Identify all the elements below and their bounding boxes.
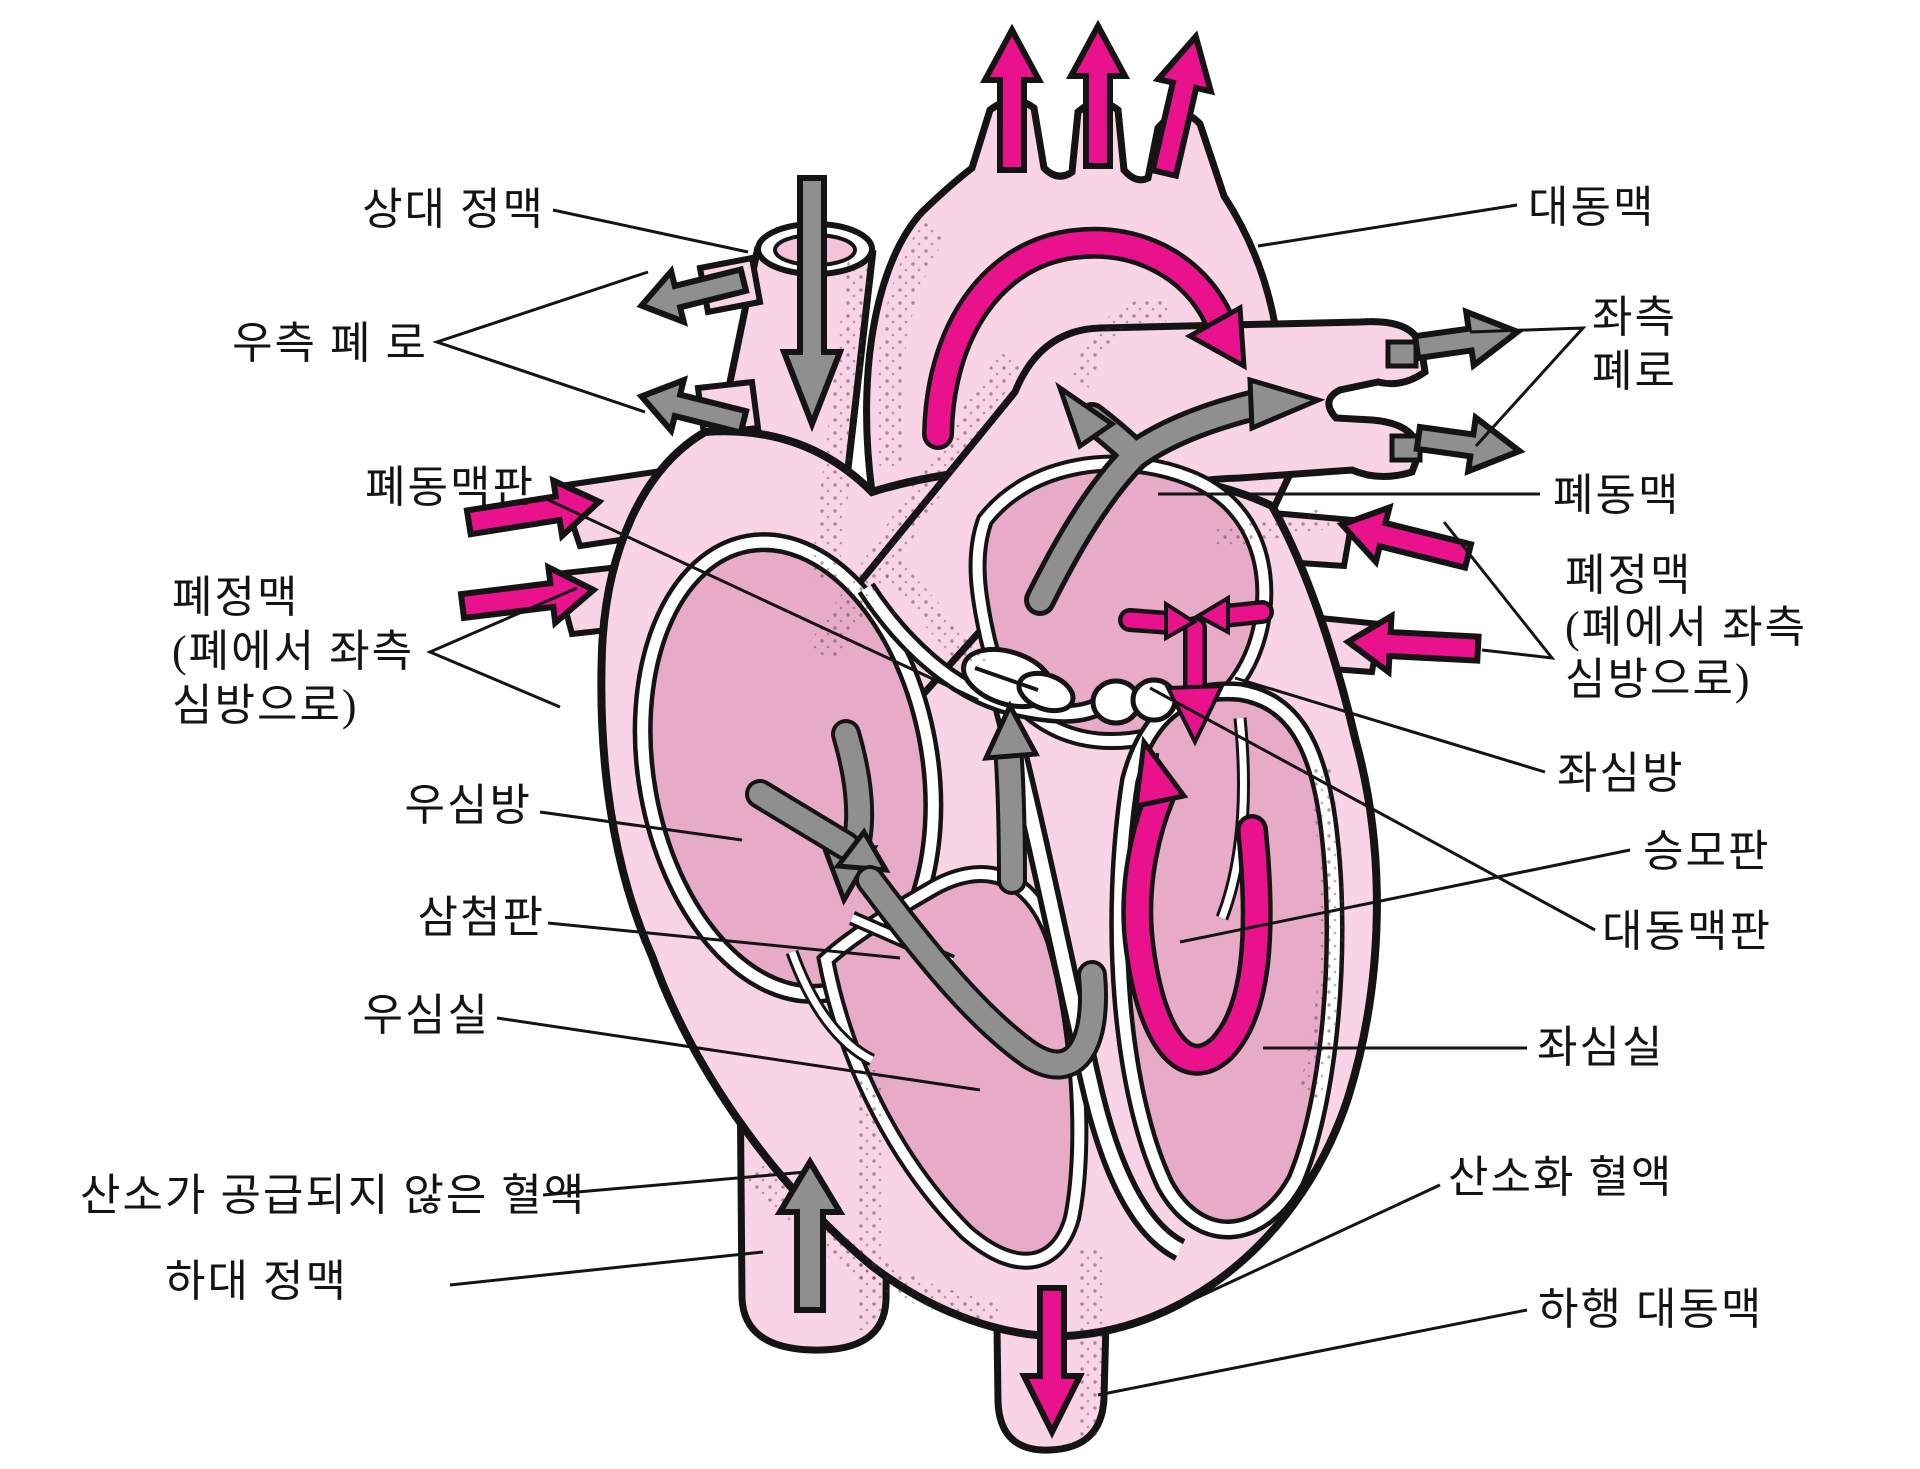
label-text: (폐에서 좌측 — [172, 627, 414, 676]
label-right-ventricle: 우심실 — [363, 991, 981, 1092]
label-text: 폐정맥 — [1565, 551, 1692, 600]
leader-line — [432, 270, 649, 414]
label-text: 우심방 — [405, 781, 532, 830]
aorta-branch-arrow — [1065, 19, 1131, 169]
label-to-left-lung: 좌측 폐로 — [1469, 293, 1677, 448]
leader-line — [1097, 1308, 1528, 1397]
label-text: 좌측 — [1592, 293, 1677, 342]
label-to-right-lung: 우측 폐 로 — [232, 270, 649, 414]
tricuspid-flow-arrow — [745, 779, 891, 873]
left-ventricle-flow-arrow — [1121, 735, 1273, 1076]
leader-line — [1234, 676, 1546, 774]
right-lung-flow-arrow — [636, 375, 750, 437]
label-text: 삼첨판 — [418, 893, 545, 942]
leader-line — [541, 495, 979, 702]
label-text: 산소화 혈액 — [1448, 1153, 1673, 1202]
artery-nub — [1385, 339, 1419, 369]
left-lung-flow-arrow — [1411, 307, 1524, 371]
label-oxygenated-blood: 산소화 혈액 — [1191, 1153, 1673, 1302]
label-descending-aorta: 하행 대동맥 — [1097, 1285, 1763, 1397]
right-ventricle-chamber — [816, 865, 1089, 1270]
oxygenated-flow-arrows — [457, 19, 1482, 1439]
label-text: 대동맥판 — [1602, 907, 1772, 956]
leader-line — [426, 586, 578, 709]
label-text: 폐동맥 — [1553, 471, 1680, 520]
label-inferior-vena-cava: 하대 정맥 — [165, 1250, 764, 1306]
svc-flow-arrow — [779, 175, 845, 433]
deoxygenated-flow-arrows — [636, 175, 1526, 1313]
descending-aorta-arrow — [1019, 1285, 1085, 1439]
leader-line — [1442, 521, 1556, 660]
label-text: 하행 대동맥 — [1538, 1285, 1763, 1334]
leader-line — [552, 208, 749, 254]
leader-line — [542, 1170, 807, 1197]
label-text: 하대 정맥 — [165, 1257, 348, 1306]
label-aorta: 대동맥 — [1257, 183, 1655, 248]
label-text: 산소가 공급되지 않은 혈액 — [80, 1171, 586, 1220]
label-left-ventricle: 좌심실 — [1263, 1023, 1664, 1072]
pulmonary-artery-flow-arrow — [1024, 376, 1326, 616]
aortic-arch-flow-arrow — [922, 226, 1247, 450]
label-left-atrium: 좌심방 — [1234, 676, 1684, 798]
label-text: 승모판 — [1643, 827, 1770, 876]
pulmonary-vein-arrow — [463, 475, 605, 542]
outflow-to-pulmonary-arrow — [981, 700, 1041, 895]
label-superior-vena-cava: 상대 정맥 — [362, 185, 749, 254]
leader-line — [1257, 203, 1518, 248]
label-pulmonary-valve: 폐동맥판 — [365, 463, 979, 702]
left-atrium-flow-arrows — [1118, 594, 1274, 747]
label-text: 좌심실 — [1537, 1023, 1664, 1072]
pulmonary-vein-arrow — [1336, 502, 1475, 572]
label-text: 우측 폐 로 — [232, 319, 428, 368]
label-text: 좌심방 — [1557, 749, 1684, 798]
label-pulmonary-artery: 폐동맥 — [1158, 471, 1680, 520]
ivc-flow-arrow — [774, 1156, 846, 1313]
label-text: 대동맥 — [1528, 183, 1655, 232]
leader-line — [449, 1250, 764, 1287]
right-ventricle-flow-arrow — [855, 865, 1108, 1080]
pulmonary-valve — [961, 646, 1076, 714]
label-text: 폐로 — [1592, 347, 1677, 396]
label-deoxygenated-blood: 산소가 공급되지 않은 혈액 — [80, 1170, 807, 1220]
leader-line — [547, 921, 901, 960]
left-lung-flow-arrow — [1413, 412, 1526, 476]
label-pulmonary-veins-left: 폐정맥 (폐에서 좌측 심방으로) — [172, 573, 578, 730]
label-text: 심방으로) — [172, 681, 359, 730]
label-text: 상대 정맥 — [362, 185, 545, 234]
label-tricuspid-valve: 삼첨판 — [418, 893, 901, 960]
leader-line — [1149, 686, 1596, 932]
label-pulmonary-veins-right: 폐정맥 (폐에서 좌측 심방으로) — [1442, 521, 1807, 704]
label-mitral-valve: 승모판 — [1179, 827, 1770, 944]
label-text: 심방으로) — [1565, 655, 1752, 704]
pulmonary-vein-arrow — [1342, 610, 1482, 678]
right-lung-flow-arrow — [636, 265, 750, 327]
leader-line — [496, 1016, 981, 1092]
label-text: 폐동맥판 — [365, 463, 535, 512]
label-text: 우심실 — [363, 991, 490, 1040]
leader-line — [1469, 326, 1587, 448]
label-text: 폐정맥 — [172, 573, 299, 622]
leader-line — [539, 810, 743, 842]
label-text: (폐에서 좌측 — [1565, 603, 1807, 652]
aorta-branch-arrow — [1148, 30, 1216, 180]
leader-line — [1191, 1183, 1441, 1302]
leader-line — [1179, 848, 1631, 944]
label-right-atrium: 우심방 — [405, 781, 743, 842]
label-aortic-valve: 대동맥판 — [1149, 686, 1772, 956]
aorta-branch-arrow — [979, 23, 1045, 173]
pulmonary-vein-arrow — [457, 562, 599, 629]
aortic-valve — [1090, 677, 1178, 726]
